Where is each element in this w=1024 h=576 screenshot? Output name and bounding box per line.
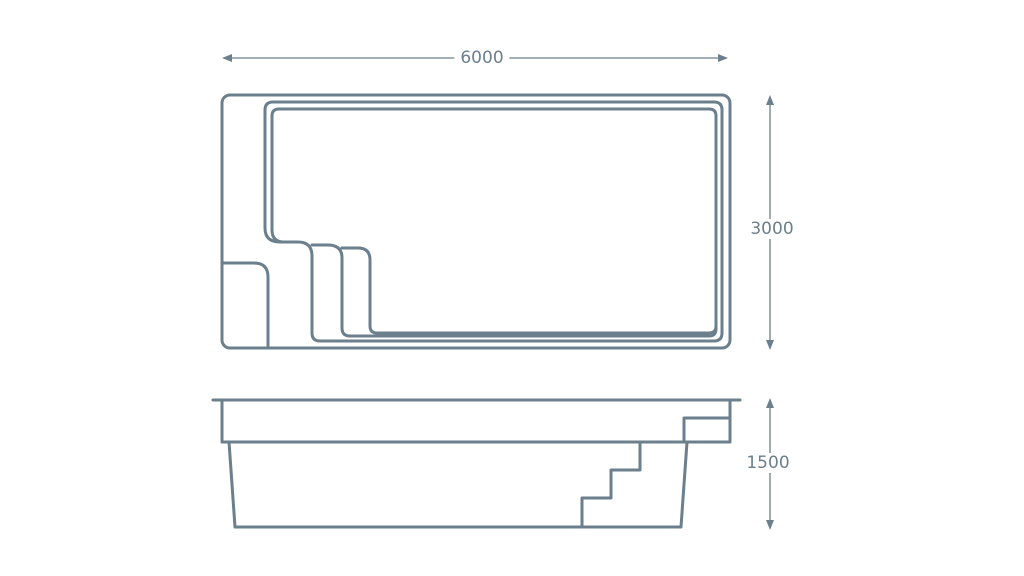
width-label: 3000: [744, 219, 800, 239]
arrow-right-icon: [718, 54, 728, 62]
top-view-inner-contour-2: [270, 107, 718, 338]
length-label: 6000: [454, 48, 510, 68]
top-view: [220, 93, 732, 350]
top-view-inner-contour-1: [263, 100, 724, 343]
side-view-ledge: [682, 416, 732, 444]
depth-label: 1500: [740, 453, 796, 473]
arrow-down-icon: [766, 340, 774, 350]
arrow-left-icon: [222, 54, 232, 62]
arrow-down-icon: [766, 520, 774, 530]
side-view-basin: [227, 440, 689, 529]
side-view-rim: [220, 398, 732, 444]
arrow-up-icon: [766, 398, 774, 408]
dimension-lines: [222, 54, 774, 530]
side-view: [211, 398, 742, 529]
top-view-bench: [220, 261, 270, 350]
top-view-inner-contour-3: [340, 246, 718, 335]
top-view-outer-rim: [220, 93, 732, 350]
arrow-up-icon: [766, 95, 774, 105]
side-view-stairs: [580, 440, 642, 529]
